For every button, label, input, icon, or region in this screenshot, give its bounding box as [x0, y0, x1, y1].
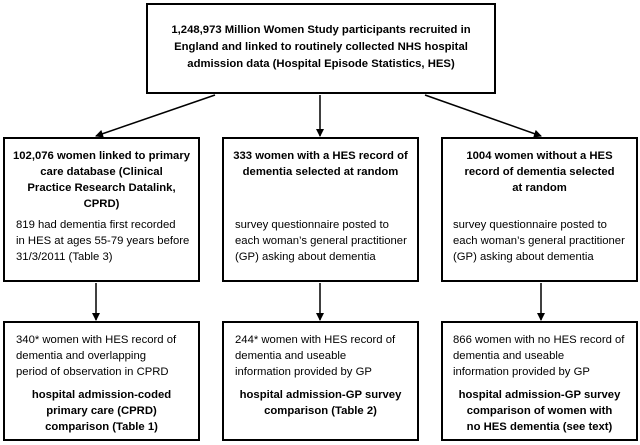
bottom-left-body-2: dementia and overlapping	[16, 350, 147, 362]
top-box: 1,248,973 Million Women Study participan…	[146, 3, 496, 94]
bottom-left-body-3: period of observation in CPRD	[16, 366, 169, 378]
bottom-middle-body-3: information provided by GP	[235, 366, 372, 378]
middle-box: 333 women with a HES record of dementia …	[222, 137, 419, 282]
left-body-3: 31/3/2011 (Table 3)	[16, 251, 113, 263]
bottom-right-head-3: no HES dementia (see text)	[466, 421, 613, 433]
bottom-middle-head-2: comparison (Table 2)	[264, 405, 377, 417]
middle-head-2: dementia selected at random	[242, 166, 399, 178]
bottom-left-head-1: hospital admission-coded	[31, 389, 172, 401]
top-line-2: England and linked to routinely collecte…	[174, 41, 468, 53]
left-head-2: care database (Clinical	[40, 166, 163, 178]
middle-body-2: each woman’s general practitioner	[235, 235, 407, 247]
middle-body-1: survey questionnaire posted to	[235, 219, 389, 231]
arrow-top-to-right	[424, 94, 542, 138]
bottom-right-body-1: 866 women with no HES record of	[453, 334, 625, 346]
bottom-middle-head-1: hospital admission-GP survey	[239, 389, 402, 401]
bottom-middle-body-2: dementia and useable	[235, 350, 347, 362]
top-line-3: admission data (Hospital Episode Statist…	[187, 58, 455, 70]
middle-head-1: 333 women with a HES record of	[233, 150, 408, 162]
bottom-middle-box: 244* women with HES record of dementia a…	[222, 321, 419, 441]
bottom-left-body-1: 340* women with HES record of	[16, 334, 177, 346]
bottom-left-head-2: primary care (CPRD)	[46, 405, 157, 417]
bottom-left-box: 340* women with HES record of dementia a…	[3, 321, 200, 441]
right-body-3: (GP) asking about dementia	[453, 251, 594, 263]
bottom-left-head-3: comparison (Table 1)	[45, 421, 158, 433]
left-body-2: in HES at ages 55-79 years before	[16, 235, 190, 247]
top-line-1: 1,248,973 Million Women Study participan…	[171, 24, 471, 36]
bottom-right-body-3: information provided by GP	[453, 366, 590, 378]
right-head-3: at random	[512, 182, 567, 194]
bottom-right-head-2: comparison of women with	[466, 405, 613, 417]
bottom-right-box: 866 women with no HES record of dementia…	[441, 321, 638, 441]
left-body-1: 819 had dementia first recorded	[16, 219, 176, 231]
arrow-top-to-left	[95, 94, 216, 138]
left-head-3: Practice Research Datalink,	[27, 182, 176, 194]
middle-body-3: (GP) asking about dementia	[235, 251, 376, 263]
left-head-1: 102,076 women linked to primary	[12, 150, 191, 162]
bottom-right-head-1: hospital admission-GP survey	[458, 389, 621, 401]
left-head-4: CPRD)	[83, 198, 120, 210]
right-body-1: survey questionnaire posted to	[453, 219, 607, 231]
right-box: 1004 women without a HES record of demen…	[441, 137, 638, 282]
right-head-1: 1004 women without a HES	[466, 150, 613, 162]
right-head-2: record of dementia selected	[464, 166, 615, 178]
bottom-middle-body-1: 244* women with HES record of	[235, 334, 396, 346]
right-body-2: each woman’s general practitioner	[453, 235, 625, 247]
bottom-right-body-2: dementia and useable	[453, 350, 565, 362]
left-box: 102,076 women linked to primary care dat…	[3, 137, 200, 282]
